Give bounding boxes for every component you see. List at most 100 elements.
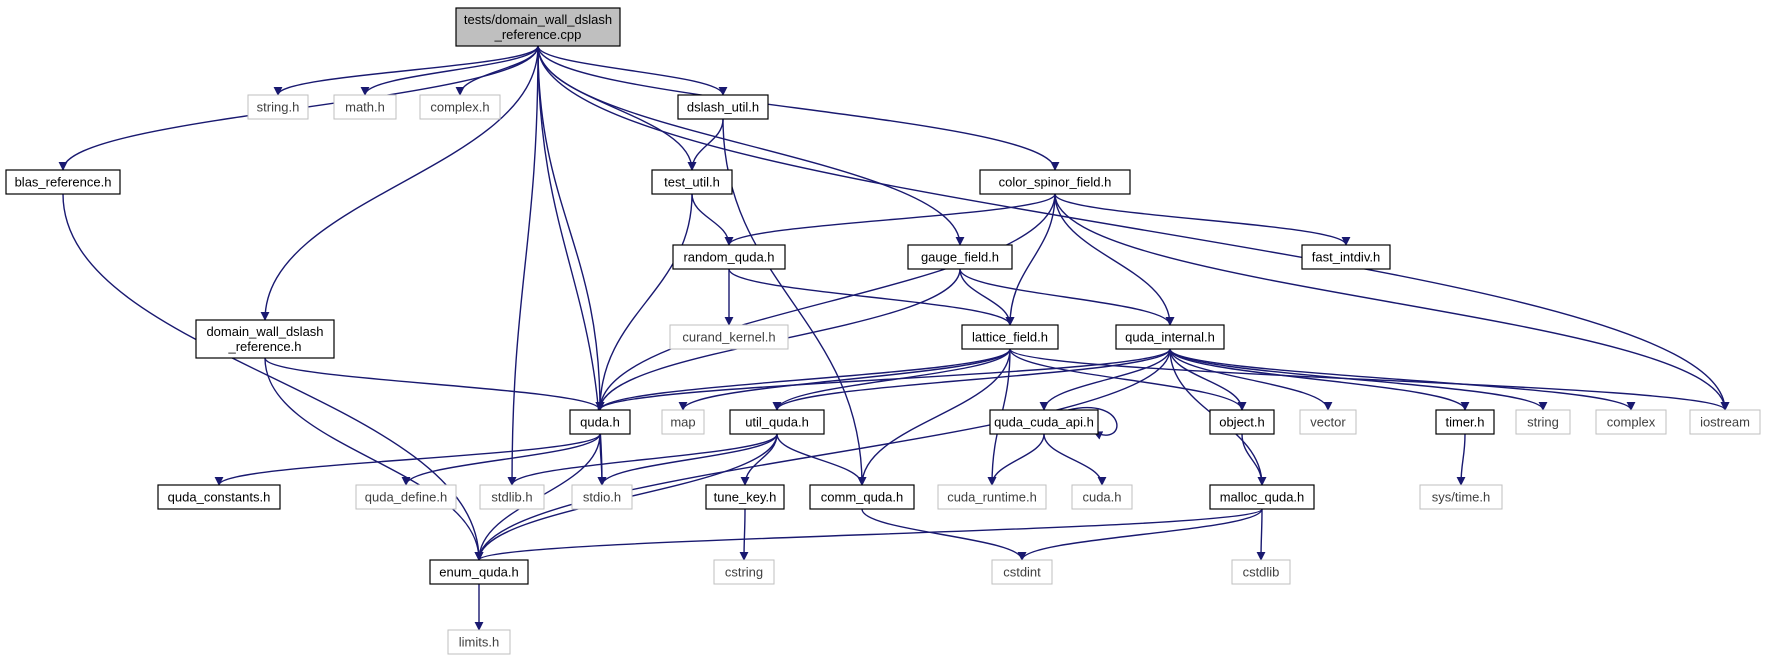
edge-root-to-dslash_util_h — [537, 45, 728, 96]
edge-malloc_quda_h-to-enum_quda_h — [474, 508, 1263, 561]
node-label: string — [1527, 415, 1559, 430]
node-label: quda.h — [580, 415, 620, 430]
edge-quda_internal_h-to-complex — [1169, 348, 1636, 411]
node-box — [455, 7, 621, 47]
node-domain-wall-dslash-reference-h[interactable]: domain_wall_dslash_reference.h — [195, 319, 335, 359]
node-dslash-util-h[interactable]: dslash_util.h — [677, 94, 769, 120]
edge-lattice_field_h-to-comm_quda_h — [857, 348, 1011, 486]
node-label: malloc_quda.h — [1220, 490, 1305, 505]
node-label: quda_cuda_api.h — [994, 415, 1094, 430]
node-label: stdio.h — [583, 490, 621, 505]
edge-test_util_h-to-random_quda_h — [691, 193, 734, 246]
node-blas-reference-h[interactable]: blas_reference.h — [5, 169, 121, 195]
node-stdio-h: stdio.h — [571, 484, 633, 510]
edge-lattice_field_h-to-map — [678, 348, 1011, 411]
edge-util_quda_h-to-stdlib_h — [507, 433, 778, 486]
edge-root-to-iostream — [537, 45, 1730, 411]
node-box — [1071, 484, 1133, 510]
node-box — [429, 559, 529, 585]
node-label: sys/time.h — [1432, 490, 1491, 505]
edge-lattice_field_h-to-quda_h — [595, 348, 1011, 411]
node-tune-key-h[interactable]: tune_key.h — [705, 484, 785, 510]
edge-color_spinor_field_h-to-random_quda_h — [724, 193, 1056, 246]
edge-comm_quda_h-to-cstdint — [861, 508, 1027, 561]
node-quda-define-h: quda_define.h — [355, 484, 457, 510]
node-label: quda_internal.h — [1125, 330, 1215, 345]
node-label: limits.h — [459, 635, 499, 650]
node-box — [1209, 484, 1315, 510]
node-box — [333, 94, 397, 120]
node-quda-constants-h[interactable]: quda_constants.h — [157, 484, 281, 510]
edge-color_spinor_field_h-to-iostream — [1054, 193, 1730, 411]
node-label: curand_kernel.h — [682, 330, 775, 345]
node-vector: vector — [1299, 409, 1357, 435]
node-cstdint: cstdint — [991, 559, 1053, 585]
edge-lattice_field_h-to-iostream — [1009, 348, 1730, 411]
node-string: string — [1515, 409, 1571, 435]
edge-layer — [58, 45, 1730, 631]
node-gauge-field-h[interactable]: gauge_field.h — [907, 244, 1013, 270]
node-box — [569, 409, 631, 435]
node-cuda-h: cuda.h — [1071, 484, 1133, 510]
node-label: cstdint — [1003, 565, 1041, 580]
node-map: map — [661, 409, 705, 435]
edge-quda_internal_h-to-enum_quda_h — [474, 348, 1171, 561]
node-box — [937, 484, 1047, 510]
node-malloc-quda-h[interactable]: malloc_quda.h — [1209, 484, 1315, 510]
edge-util_quda_h-to-comm_quda_h — [776, 433, 867, 486]
node-box — [1435, 409, 1495, 435]
node-label: tune_key.h — [714, 490, 777, 505]
node-box — [1301, 244, 1391, 270]
edge-quda_cuda_api_h-to-cuda_h — [1043, 433, 1107, 486]
node-object-h[interactable]: object.h — [1209, 409, 1275, 435]
edge-quda_internal_h-to-vector — [1169, 348, 1333, 411]
node-comm-quda-h[interactable]: comm_quda.h — [809, 484, 915, 510]
edge-root-to-stdlib_h — [507, 45, 539, 486]
node-box — [1115, 324, 1225, 350]
edge-color_spinor_field_h-to-quda_h — [595, 193, 1056, 411]
node-box — [1419, 484, 1503, 510]
edge-quda_internal_h-to-util_quda_h — [772, 348, 1171, 411]
node-lattice-field-h[interactable]: lattice_field.h — [961, 324, 1059, 350]
node-util-quda-h[interactable]: util_quda.h — [729, 409, 825, 435]
node-fast-intdiv-h[interactable]: fast_intdiv.h — [1301, 244, 1391, 270]
node-cuda-runtime-h: cuda_runtime.h — [937, 484, 1047, 510]
node-quda-h[interactable]: quda.h — [569, 409, 631, 435]
node-box — [979, 169, 1131, 195]
node-box — [651, 169, 733, 195]
node-label: math.h — [345, 100, 385, 115]
node-box — [419, 94, 501, 120]
edge-gauge_field_h-to-lattice_field_h — [959, 268, 1015, 326]
node-label: domain_wall_dslash — [206, 324, 323, 339]
node-timer-h[interactable]: timer.h — [1435, 409, 1495, 435]
edge-random_quda_h-to-lattice_field_h — [728, 268, 1015, 326]
node-enum-quda-h[interactable]: enum_quda.h — [429, 559, 529, 585]
node-label: _reference.h — [228, 339, 302, 354]
node-box — [713, 559, 775, 585]
node-box — [809, 484, 915, 510]
node-color-spinor-field-h[interactable]: color_spinor_field.h — [979, 169, 1131, 195]
node-label: quda_constants.h — [168, 490, 271, 505]
edge-tune_key_h-to-cstring — [739, 508, 749, 561]
node-quda-cuda-api-h[interactable]: quda_cuda_api.h — [989, 409, 1099, 435]
node-label: test_util.h — [664, 175, 720, 190]
node-test-util-h[interactable]: test_util.h — [651, 169, 733, 195]
node-box — [355, 484, 457, 510]
edge-domain_wall_dslash_reference_h-to-enum_quda_h — [264, 357, 484, 561]
node-quda-internal-h[interactable]: quda_internal.h — [1115, 324, 1225, 350]
node-box — [705, 484, 785, 510]
node-box — [1595, 409, 1667, 435]
node-box — [661, 409, 705, 435]
edge-root-to-domain_wall_dslash_reference_h — [260, 45, 539, 321]
node-complex-h: complex.h — [419, 94, 501, 120]
edge-quda_h-to-quda_define_h — [401, 433, 601, 486]
node-box — [1299, 409, 1357, 435]
node-box — [991, 559, 1053, 585]
node-box — [672, 244, 786, 270]
node-box — [479, 484, 545, 510]
node-root[interactable]: tests/domain_wall_dslash_reference.cpp — [455, 7, 621, 47]
node-random-quda-h[interactable]: random_quda.h — [672, 244, 786, 270]
node-box — [447, 629, 511, 655]
node-label: dslash_util.h — [687, 100, 759, 115]
